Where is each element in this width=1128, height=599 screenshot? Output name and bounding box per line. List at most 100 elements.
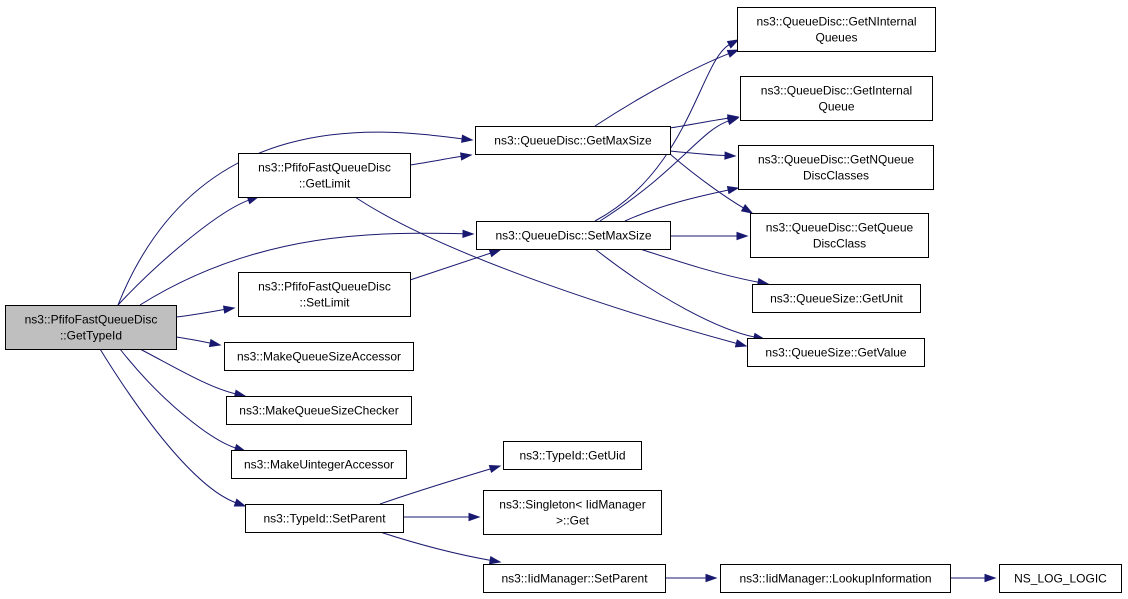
node-label: ::SetLimit	[299, 296, 350, 310]
node-box	[224, 342, 414, 371]
node-mua[interactable]: ns3::MakeUintegerAccessor	[231, 450, 407, 479]
edge-getlimit-to-getvalue	[354, 196, 748, 348]
edge-iidsetparent-to-lookup	[665, 573, 718, 583]
arrowhead-icon	[705, 573, 718, 583]
node-singleton[interactable]: ns3::Singleton< IidManager>::Get	[483, 490, 662, 535]
node-box	[999, 564, 1122, 593]
edge-line	[175, 308, 226, 318]
node-label: ns3::Singleton< IidManager	[499, 498, 645, 512]
node-label: ns3::QueueDisc::SetMaxSize	[495, 229, 651, 243]
node-label: ns3::MakeUintegerAccessor	[244, 458, 394, 472]
node-box	[752, 284, 921, 313]
node-setlimit[interactable]: ns3::PfifoFastQueueDisc::SetLimit	[238, 272, 411, 317]
node-box	[231, 450, 407, 479]
edge-line	[139, 232, 465, 306]
edge-root-to-tsetparent	[99, 348, 247, 507]
node-getuid[interactable]: ns3::TypeId::GetUid	[503, 441, 642, 470]
node-box	[476, 221, 671, 250]
arrowhead-icon	[726, 186, 740, 195]
node-setmaxsize[interactable]: ns3::QueueDisc::SetMaxSize	[476, 221, 671, 250]
node-label: ns3::IidManager::SetParent	[501, 572, 648, 586]
edge-setmaxsize-to-getunit	[639, 248, 770, 287]
node-label: ns3::QueueDisc::GetMaxSize	[494, 134, 652, 148]
arrowhead-icon	[740, 204, 754, 214]
node-box	[245, 504, 404, 533]
node-label: ns3::QueueSize::GetUnit	[770, 292, 903, 306]
node-label: >::Get	[556, 514, 590, 528]
edge-root-to-setlimit	[175, 305, 236, 318]
node-box	[747, 338, 925, 367]
edge-line	[379, 468, 492, 505]
edge-setmaxsize-to-getvalue	[594, 248, 766, 342]
node-label: ns3::MakeQueueSizeChecker	[239, 404, 398, 418]
edge-getlimit-to-getmaxsize	[409, 152, 473, 166]
arrowhead-icon	[462, 229, 475, 238]
node-label: ::GetLimit	[299, 177, 351, 191]
node-box	[5, 305, 177, 350]
arrowhead-icon	[208, 338, 222, 348]
node-label: ns3::QueueDisc::GetInternal	[761, 84, 912, 98]
edge-getmaxsize-to-getnqueue	[669, 150, 737, 160]
node-root[interactable]: ns3::PfifoFastQueueDisc::GetTypeId	[5, 305, 177, 350]
edge-line	[99, 348, 237, 504]
node-label: DiscClass	[813, 237, 866, 251]
arrowhead-icon	[734, 339, 748, 348]
arrowhead-icon	[724, 151, 737, 160]
edge-setmaxsize-to-getnqueue	[624, 186, 740, 222]
arrowhead-icon	[233, 498, 247, 507]
edge-setmaxsize-to-getinternal	[599, 117, 740, 222]
edge-line	[599, 120, 730, 222]
edge-line	[119, 348, 237, 449]
edge-line	[669, 153, 745, 209]
node-iidsetparent[interactable]: ns3::IidManager::SetParent	[483, 564, 666, 593]
edge-line	[669, 117, 730, 129]
edge-tsetparent-to-iidsetparent	[379, 531, 502, 565]
edge-setmaxsize-to-getqueue	[670, 231, 749, 241]
arrowhead-icon	[488, 249, 502, 258]
edge-line	[624, 189, 730, 222]
edge-tsetparent-to-singleton	[403, 512, 481, 522]
edge-getmaxsize-to-getqueue	[669, 153, 754, 214]
arrowhead-icon	[222, 305, 236, 314]
edge-root-to-setmaxsize	[139, 229, 475, 306]
edge-line	[379, 531, 492, 561]
node-box	[738, 145, 934, 190]
edge-root-to-mua	[119, 348, 247, 452]
node-getunit[interactable]: ns3::QueueSize::GetUnit	[752, 284, 921, 313]
edge-line	[594, 43, 731, 222]
edge-line	[175, 336, 212, 344]
edge-line	[669, 150, 727, 157]
edge-line	[409, 155, 463, 166]
edge-lookup-to-nslog	[950, 573, 997, 583]
node-mqsc[interactable]: ns3::MakeQueueSizeChecker	[226, 396, 412, 425]
node-getlimit[interactable]: ns3::PfifoFastQueueDisc::GetLimit	[238, 153, 411, 198]
node-box	[483, 564, 666, 593]
edge-setlimit-to-setmaxsize	[409, 249, 502, 281]
nodes-layer: ns3::PfifoFastQueueDisc::GetTypeIdns3::P…	[5, 7, 1122, 593]
node-getmaxsize[interactable]: ns3::QueueDisc::GetMaxSize	[475, 126, 671, 155]
node-label: ns3::PfifoFastQueueDisc	[258, 280, 391, 294]
edge-line	[639, 248, 760, 283]
node-box	[737, 7, 936, 52]
node-box	[238, 153, 411, 198]
arrowhead-icon	[468, 512, 481, 522]
node-getvalue[interactable]: ns3::QueueSize::GetValue	[747, 338, 925, 367]
node-box	[475, 126, 671, 155]
node-nslog[interactable]: NS_LOG_LOGIC	[999, 564, 1122, 593]
node-box	[238, 272, 411, 317]
edge-root-to-getmaxsize	[117, 131, 474, 306]
arrowhead-icon	[726, 117, 740, 126]
arrowhead-icon	[726, 49, 740, 58]
node-label: ns3::QueueDisc::GetNInternal	[756, 15, 916, 29]
arrowhead-icon	[726, 39, 740, 49]
node-tsetparent[interactable]: ns3::TypeId::SetParent	[245, 504, 404, 533]
node-mqsa[interactable]: ns3::MakeQueueSizeAccessor	[224, 342, 414, 371]
node-lookup[interactable]: ns3::IidManager::LookupInformation	[720, 564, 951, 593]
node-label: ns3::TypeId::GetUid	[519, 449, 625, 463]
node-label: ns3::PfifoFastQueueDisc	[25, 313, 158, 327]
